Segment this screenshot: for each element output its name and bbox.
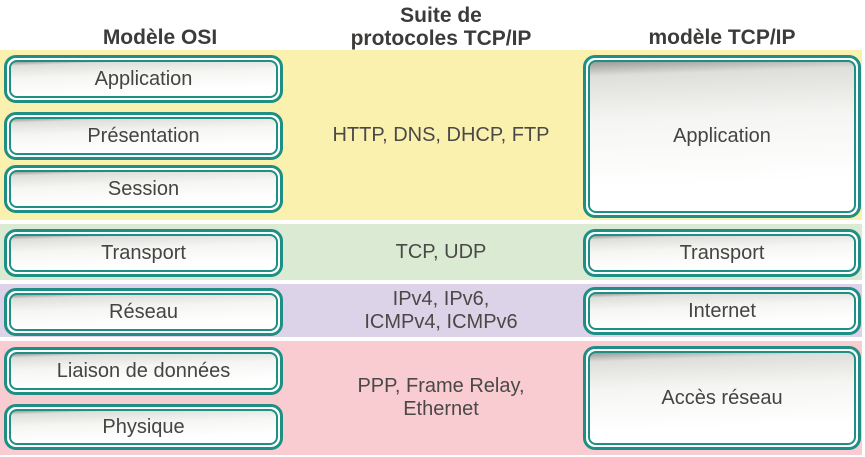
protocol-suite-header-line1: Suite de [400,4,482,27]
protocol-line: IPv4, IPv6, [392,287,490,310]
protocol-suite-header-line2: protocoles TCP/IP [350,27,532,50]
protocol-line: HTTP, DNS, DHCP, FTP [332,123,550,146]
tcpip-layer-transport-label: Transport [588,234,856,272]
tcpip-layer-network-access: Accès réseau [583,346,861,450]
osi-column-header: Modèle OSI [102,26,218,49]
osi-layer-physical: Physique [4,404,283,450]
protocol-line: PPP, Frame Relay, [357,375,525,397]
tcpip-column-header: modèle TCP/IP [648,26,796,49]
protocol-line: TCP, UDP [395,240,487,263]
protocols-network-access-text: PPP, Frame Relay, Ethernet [288,341,594,455]
osi-layer-transport-label: Transport [9,234,278,272]
osi-layer-presentation: Présentation [4,112,283,160]
protocols-application-text: HTTP, DNS, DHCP, FTP [288,50,594,220]
osi-layer-presentation-label: Présentation [9,117,278,155]
tcpip-layer-transport: Transport [583,229,861,277]
protocol-suite-column-header: Suite de protocoles TCP/IP [288,4,594,50]
osi-layer-transport: Transport [4,229,283,277]
osi-layer-data-link: Liaison de données [4,347,283,395]
osi-layer-network: Réseau [4,288,283,336]
tcpip-layer-application: Application [583,55,861,218]
osi-layer-session: Session [4,165,283,213]
tcpip-layer-application-label: Application [588,60,856,213]
tcpip-layer-internet-label: Internet [588,292,856,330]
osi-layer-physical-label: Physique [9,409,278,445]
protocols-transport-text: TCP, UDP [288,224,594,280]
osi-layer-network-label: Réseau [9,293,278,331]
tcpip-layer-network-access-label: Accès réseau [588,351,856,445]
protocol-line: Ethernet [403,398,479,420]
osi-layer-application-label: Application [9,60,278,98]
protocols-internet-text: IPv4, IPv6, ICMPv4, ICMPv6 [288,284,594,337]
osi-layer-application: Application [4,55,283,103]
tcpip-layer-internet: Internet [583,287,861,335]
protocol-line: ICMPv4, ICMPv6 [364,310,518,333]
osi-layer-data-link-label: Liaison de données [9,352,278,390]
osi-layer-session-label: Session [9,170,278,208]
